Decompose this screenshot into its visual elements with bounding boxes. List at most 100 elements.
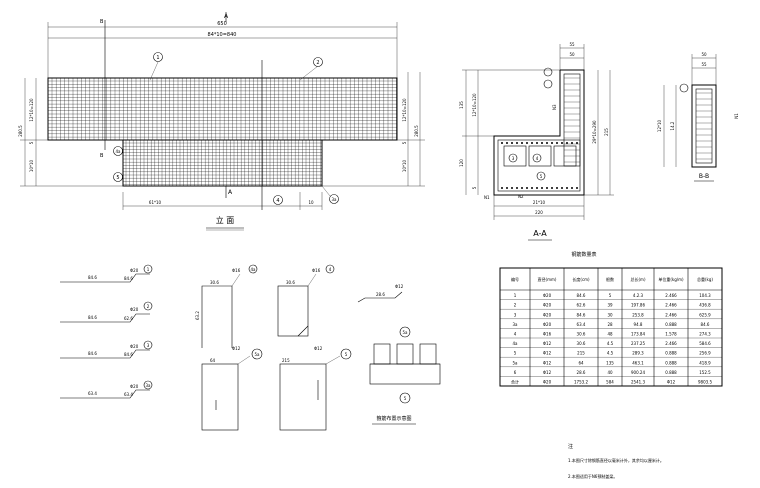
bar-3a-mark: 3a bbox=[146, 383, 152, 388]
table-cell: 4.5 bbox=[607, 341, 614, 346]
table-cell: Φ12 bbox=[543, 370, 552, 375]
dim-left-1: 12*10=120 bbox=[29, 98, 34, 122]
bar-5-mark: 5 bbox=[345, 352, 348, 357]
table-cell: 64 bbox=[578, 360, 584, 365]
bar-dot bbox=[551, 187, 553, 189]
table-cell: 1.578 bbox=[665, 332, 677, 337]
front-view: 650 84*10=840 A B B A 280.5 12*10=120 5 … bbox=[18, 12, 425, 231]
table-cell: 152.5 bbox=[699, 370, 711, 375]
bb-stirrup-ticks bbox=[696, 92, 712, 160]
table-cell: 5 bbox=[514, 351, 517, 356]
bar-6-length: 28.6 bbox=[376, 292, 385, 297]
table-cell: 30 bbox=[607, 312, 613, 317]
table-cell: 1753.2 bbox=[574, 380, 588, 385]
table-header-cell: 根数 bbox=[606, 276, 614, 282]
dim-left-2: 5 bbox=[29, 141, 34, 144]
table-cell: 2.466 bbox=[665, 312, 677, 317]
mark-4-label: 4 bbox=[276, 198, 279, 204]
section-mark-a-bottom: A bbox=[228, 189, 233, 196]
section-mark-b-top: B bbox=[100, 19, 104, 25]
table-cell: 289.3 bbox=[632, 351, 644, 356]
dim-left-3: 10*10 bbox=[29, 159, 34, 172]
table-cell: 1 bbox=[514, 293, 517, 298]
section-mark-b-bottom: B bbox=[100, 153, 104, 159]
bar-dot bbox=[541, 142, 543, 144]
bar-3a-dia: Φ20 bbox=[130, 384, 139, 389]
bar-3-dia: Φ20 bbox=[130, 344, 139, 349]
table-cell: 418.9 bbox=[699, 360, 711, 365]
bar-3-length: 84.6 bbox=[88, 351, 97, 356]
bar-dot bbox=[501, 187, 503, 189]
bar-2-mark: 2 bbox=[147, 304, 150, 309]
bar-dot bbox=[566, 142, 568, 144]
dim-right-3: 10*10 bbox=[402, 159, 407, 172]
column-stirrup-ticks bbox=[564, 77, 580, 163]
table-cell: 84.6 bbox=[701, 322, 710, 327]
bar-2-dia: Φ20 bbox=[130, 307, 139, 312]
table-cell: 0.888 bbox=[665, 322, 677, 327]
table-cell: 63.4 bbox=[577, 322, 586, 327]
mark-3a-label: 3a bbox=[332, 197, 338, 202]
bar-3a-length: 63.4 bbox=[88, 391, 97, 396]
dim-spacing-bottom: 61*10 bbox=[149, 200, 162, 205]
table-cell: 4.5 bbox=[607, 351, 614, 356]
bb-dim-top-1: 50 bbox=[701, 52, 707, 57]
table-cell: 135 bbox=[606, 360, 614, 365]
bar-5-width: 215 bbox=[282, 358, 290, 363]
bb-dim-top-2: 55 bbox=[701, 62, 707, 67]
table-cell: 4 bbox=[514, 332, 517, 337]
table-cell: 合计 bbox=[511, 379, 519, 385]
section-aa: 3 4 5 55 50 135 12*10=120 120 5 29*10=29… bbox=[459, 42, 614, 241]
table-header-cell: 直径(mm) bbox=[538, 276, 557, 282]
bar-4-length: 30.6 bbox=[286, 280, 295, 285]
dim-right-total: 280.5 bbox=[414, 125, 419, 137]
table-cell: 0.888 bbox=[665, 370, 677, 375]
notes-line-1: 1.本图尺寸除钢筋直径以毫米计外，其余均以厘米计。 bbox=[568, 457, 664, 463]
section-mark-a-top: A bbox=[224, 13, 229, 20]
table-cell: Φ20 bbox=[543, 293, 552, 298]
bar-4a-dia: Φ16 bbox=[232, 268, 241, 273]
table-cell: Φ16 bbox=[543, 332, 552, 337]
table-cell: 62.6 bbox=[577, 303, 586, 308]
mark-5-label: 5 bbox=[116, 175, 119, 181]
table-cell: 30.6 bbox=[577, 332, 586, 337]
aa-dim-bottom-2: 220 bbox=[535, 210, 543, 215]
upper-rebar-grid bbox=[48, 78, 397, 140]
bar-dot bbox=[571, 187, 573, 189]
table-cell: 48 bbox=[607, 332, 613, 337]
aa-mark-4: 4 bbox=[536, 156, 539, 161]
bar-dot bbox=[501, 142, 503, 144]
bar-dot bbox=[546, 187, 548, 189]
table-header-cell: 单位重(kg/m) bbox=[658, 276, 684, 282]
table-cell: 625.9 bbox=[699, 312, 711, 317]
aa-dim-left-4: 5 bbox=[472, 186, 477, 189]
table-cell: 9803.5 bbox=[698, 380, 712, 385]
bar-dot bbox=[556, 187, 558, 189]
bar-5a-width: 64 bbox=[210, 358, 216, 363]
notes-line-2: 2.本图适用于N6预制盖梁。 bbox=[568, 473, 617, 479]
table-cell: 0.888 bbox=[665, 351, 677, 356]
bar-1-length: 84.6 bbox=[88, 275, 97, 280]
bar-dot bbox=[521, 142, 523, 144]
table-cell: 584.6 bbox=[699, 341, 711, 346]
rebar-shapes: 84.6 Φ20 84.6 1 84.6 Φ20 62.6 2 84.6 Φ20… bbox=[60, 264, 404, 431]
table-cell: 94.8 bbox=[634, 322, 643, 327]
bar-3-len-label: 84.6 bbox=[124, 352, 133, 357]
aa-label-n2: N2 bbox=[518, 194, 524, 199]
aa-mark-5: 5 bbox=[540, 174, 543, 179]
table-cell: 104.3 bbox=[699, 293, 711, 298]
table-cell: 197.86 bbox=[631, 303, 645, 308]
table-cell: 28.6 bbox=[577, 370, 586, 375]
bar-dot bbox=[516, 187, 518, 189]
bar-dot bbox=[511, 142, 513, 144]
bar-dot bbox=[531, 187, 533, 189]
table-cell: Φ12 bbox=[543, 351, 552, 356]
aa-dim-top-2: 50 bbox=[569, 52, 575, 57]
aa-dim-right-1: 29*10=290 bbox=[592, 120, 597, 144]
table-cell: Φ20 bbox=[543, 303, 552, 308]
bar-dot bbox=[546, 142, 548, 144]
dim-left-total: 280.5 bbox=[18, 125, 23, 137]
bar-dot bbox=[506, 142, 508, 144]
table-title: 钢筋数量表 bbox=[571, 251, 596, 258]
